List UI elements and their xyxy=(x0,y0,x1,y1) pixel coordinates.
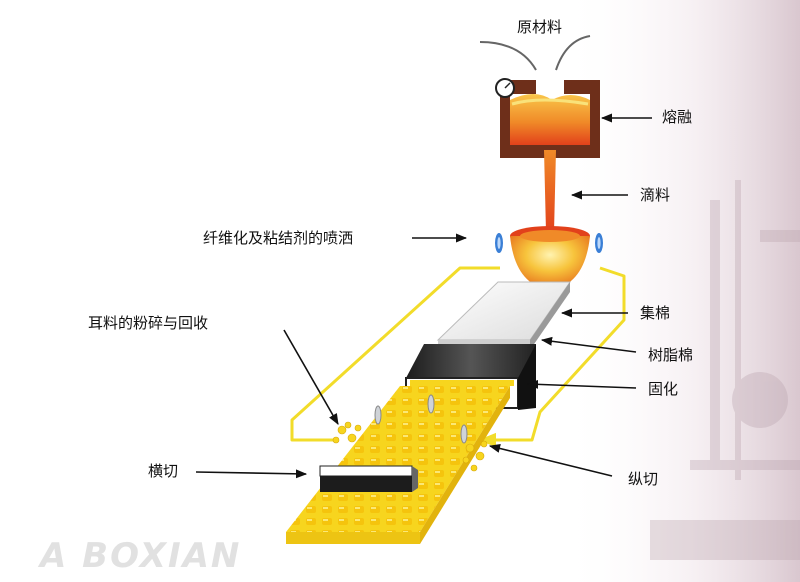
collection-conveyor xyxy=(436,281,571,350)
melting-furnace xyxy=(495,78,600,158)
label-cross-cut: 横切 xyxy=(148,462,179,480)
background-machinery xyxy=(650,180,800,560)
arrow-curing xyxy=(526,379,637,389)
watermark: A BOXIAN xyxy=(40,536,242,576)
spray-nozzles xyxy=(495,233,603,253)
label-melting: 熔融 xyxy=(662,108,693,126)
edge-trim-particles xyxy=(332,421,488,472)
label-edge-recycling: 耳料的粉碎与回收 xyxy=(88,314,209,332)
fiberizing-bowl xyxy=(510,226,590,290)
arrow-cross-cut xyxy=(195,469,308,479)
label-dripping: 滴料 xyxy=(640,186,671,204)
label-resin-cotton: 树脂棉 xyxy=(648,346,694,364)
raw-material-feed xyxy=(479,35,591,71)
arrow-edge-recycling xyxy=(283,329,339,425)
product-slab xyxy=(286,386,510,544)
label-spraying: 纤维化及粘结剂的喷洒 xyxy=(203,229,354,247)
label-cotton-collection: 集棉 xyxy=(640,304,671,322)
label-curing: 固化 xyxy=(648,380,679,398)
cross-cut-blade xyxy=(319,465,418,492)
molten-stream xyxy=(544,150,556,232)
arrow-resin-cotton xyxy=(540,336,637,353)
label-longitudinal-cut: 纵切 xyxy=(628,470,659,488)
longitudinal-saws xyxy=(374,394,468,444)
arrow-longitudinal-cut xyxy=(488,444,613,477)
recycle-loop xyxy=(290,266,626,448)
label-raw-material: 原材料 xyxy=(517,18,563,36)
pointer-arrows xyxy=(195,113,652,479)
